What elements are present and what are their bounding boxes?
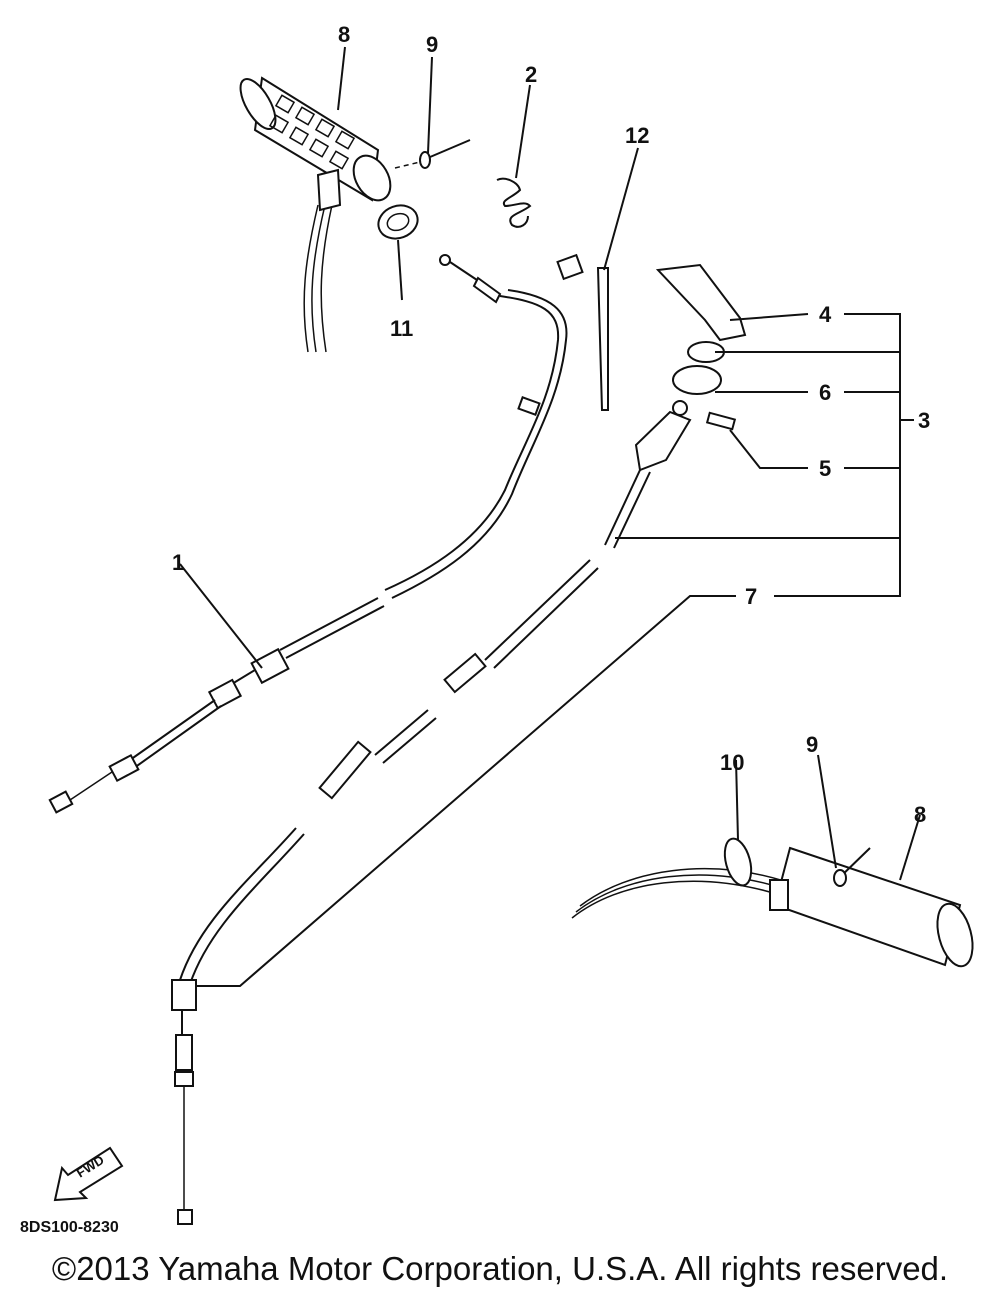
clip-2 — [496, 177, 532, 228]
callout-9-bottom: 9 — [806, 732, 818, 757]
callout-11: 11 — [390, 316, 413, 341]
right-grip — [571, 837, 974, 968]
callout-12: 12 — [625, 123, 649, 148]
callout-8-top: 8 — [338, 22, 350, 47]
leader-lines — [179, 46, 921, 987]
callout-3: 3 — [918, 408, 930, 433]
throttle-lever — [655, 263, 747, 431]
collar-11 — [377, 204, 419, 240]
band-12 — [556, 253, 609, 411]
callout-4: 4 — [819, 302, 832, 327]
callout-5: 5 — [819, 456, 831, 481]
left-grip — [239, 76, 392, 353]
callout-6: 6 — [819, 380, 831, 405]
forward-direction-icon: FWD — [53, 1146, 124, 1202]
parts-diagram: 8 9 2 12 11 4 6 3 5 1 7 10 9 8 FWD 8DS10… — [20, 22, 974, 1236]
drawing-code: 8DS100-8230 — [20, 1219, 119, 1236]
callout-10: 10 — [720, 750, 744, 775]
callout-1: 1 — [172, 550, 184, 575]
callout-9-top: 9 — [426, 32, 438, 57]
screw-top — [394, 139, 471, 169]
cable-7 — [171, 410, 692, 1225]
callout-7: 7 — [745, 584, 757, 609]
cable-1 — [48, 254, 568, 814]
callout-8-bottom: 8 — [914, 802, 926, 827]
copyright-notice: ©2013 Yamaha Motor Corporation, U.S.A. A… — [51, 1250, 949, 1287]
callout-2: 2 — [525, 62, 537, 87]
